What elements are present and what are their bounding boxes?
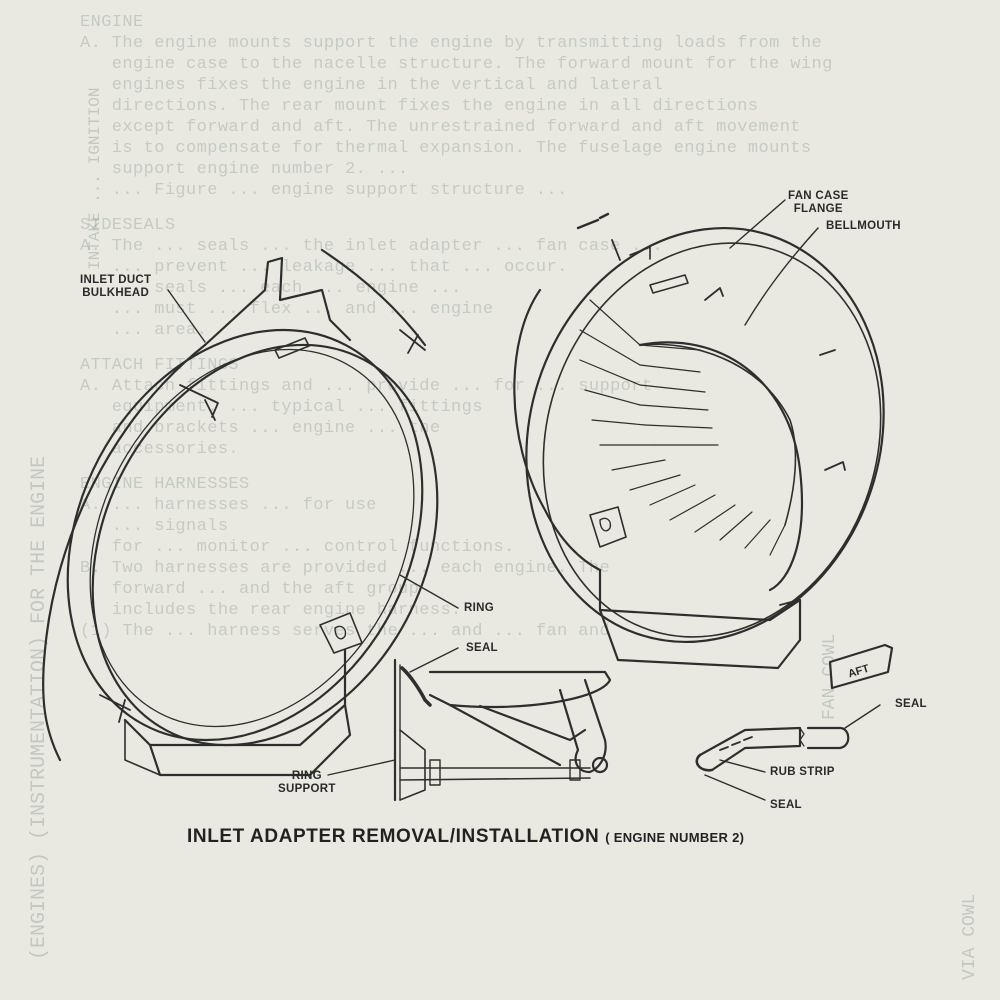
label-rub-strip: RUB STRIP — [770, 766, 835, 778]
bleed-through-text: ENGINE A. The engine mounts support the e… — [80, 12, 833, 642]
caption-title: INLET ADAPTER REMOVAL/INSTALLATION — [187, 826, 600, 847]
seal-rub-strip-detail — [695, 726, 850, 772]
label-bellmouth: BELLMOUTH — [826, 220, 901, 232]
label-ring: RING — [464, 602, 494, 614]
label-seal-right: SEAL — [895, 698, 927, 710]
label-fan-case-flange: FAN CASE FLANGE — [788, 190, 849, 215]
label-inlet-duct-bulkhead: INLET DUCT BULKHEAD — [80, 274, 152, 299]
bleed-through-line: support engine number 2. ... — [80, 160, 409, 179]
bleed-through-line: accessories. — [80, 440, 240, 459]
bleed-through-line: for ... monitor ... control functions. — [80, 538, 515, 557]
bleed-through-line: engines fixes the engine in the vertical… — [80, 76, 664, 95]
inlet-duct-bulkhead-ring-assembly — [42, 248, 439, 777]
bleed-through-line: A. The engine mounts support the engine … — [80, 34, 823, 53]
bleed-through-line: includes the rear engine harness. — [80, 601, 462, 620]
bleed-through-line: ... Figure ... engine support structure … — [80, 181, 568, 200]
ring-support-detail — [393, 658, 612, 802]
bleed-through-line: and brackets ... engine ... the — [80, 419, 441, 438]
bleed-through-line: SIDESEALS — [80, 216, 176, 235]
caption-subtitle: ( ENGINE NUMBER 2) — [605, 830, 745, 845]
bleed-through-line: engine case to the nacelle structure. Th… — [80, 55, 833, 74]
leader-lines — [167, 199, 881, 801]
bleed-through-line: A. ... harnesses ... for use — [80, 496, 377, 515]
label-seal-bottom: SEAL — [770, 799, 802, 811]
bleed-through-line: B. Two harnesses are provided ... each e… — [80, 559, 611, 578]
bleed-through-line: ... signals — [80, 517, 229, 536]
bleed-through-line: ENGINE — [80, 13, 144, 32]
label-seal-top: SEAL — [466, 642, 498, 654]
bleed-through-line: except forward and aft. The unrestrained… — [80, 118, 801, 137]
figure-caption: INLET ADAPTER REMOVAL/INSTALLATION ( ENG… — [187, 826, 744, 848]
bleed-through-line: ... prevent ... leakage ... that ... occ… — [80, 258, 568, 277]
label-ring-support: RING SUPPORT — [278, 770, 336, 795]
fan-case-bellmouth-assembly — [513, 212, 885, 670]
bleed-through-line: ... must ... flex ... and ... engine — [80, 300, 494, 319]
aft-arrow — [828, 643, 894, 690]
bleed-through-line: is to compensate for thermal expansion. … — [80, 139, 812, 158]
bleed-through-line: ... seals ... each ... engine ... — [80, 279, 462, 298]
bleed-through-line: forward ... and the aft group — [80, 580, 420, 599]
bleed-through-line: equipment. ... typical ... fittings — [80, 398, 483, 417]
bleed-through-line: directions. The rear mount fixes the eng… — [80, 97, 759, 116]
